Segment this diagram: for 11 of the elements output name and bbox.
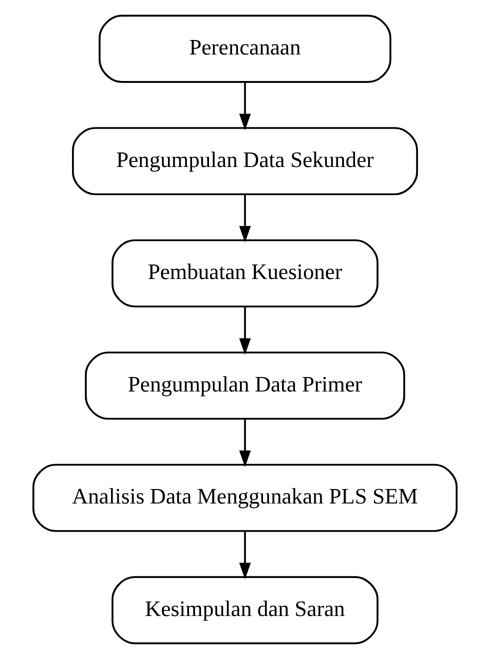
arrow [238, 531, 250, 580]
node-box: Kesimpulan dan Saran [111, 576, 378, 644]
arrow [238, 194, 250, 243]
arrow [238, 82, 250, 130]
node-box: Pengumpulan Data Primer [84, 352, 405, 420]
arrow [238, 306, 250, 355]
arrow [238, 418, 250, 468]
node-box: Analisis Data Menggunakan PLS SEM [32, 464, 458, 532]
node-box: Pembuatan Kuesioner [111, 239, 378, 308]
node-box: Pengumpulan Data Sekunder [72, 127, 418, 196]
node-box: Perencanaan [98, 14, 391, 83]
